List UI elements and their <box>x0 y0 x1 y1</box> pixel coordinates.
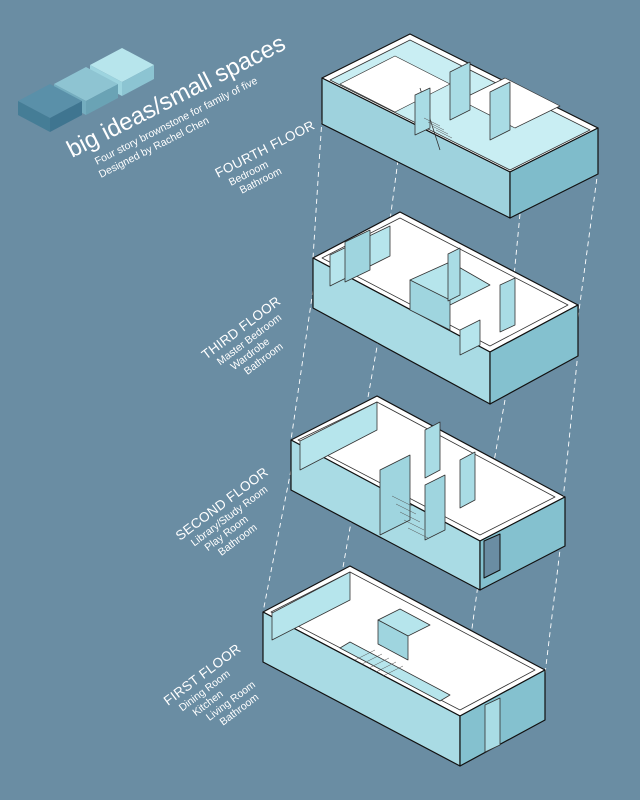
floor-label-fourth: FOURTH FLOOR Bedroom Bathroom <box>213 117 318 196</box>
fourth-floor-model <box>321 33 599 219</box>
second-floor-model <box>290 395 566 591</box>
third-floor-model <box>312 211 579 405</box>
floor-label-third: THIRD FLOOR Master Bedroom Wardrobe Bath… <box>199 293 286 377</box>
floor-label-first: FIRST FLOOR Dining Room Kitchen Living R… <box>161 641 262 728</box>
color-swatch-logo <box>18 48 154 132</box>
floor-label-second: SECOND FLOOR Library/Study Room Play Roo… <box>173 464 271 558</box>
first-floor-model <box>262 565 546 767</box>
